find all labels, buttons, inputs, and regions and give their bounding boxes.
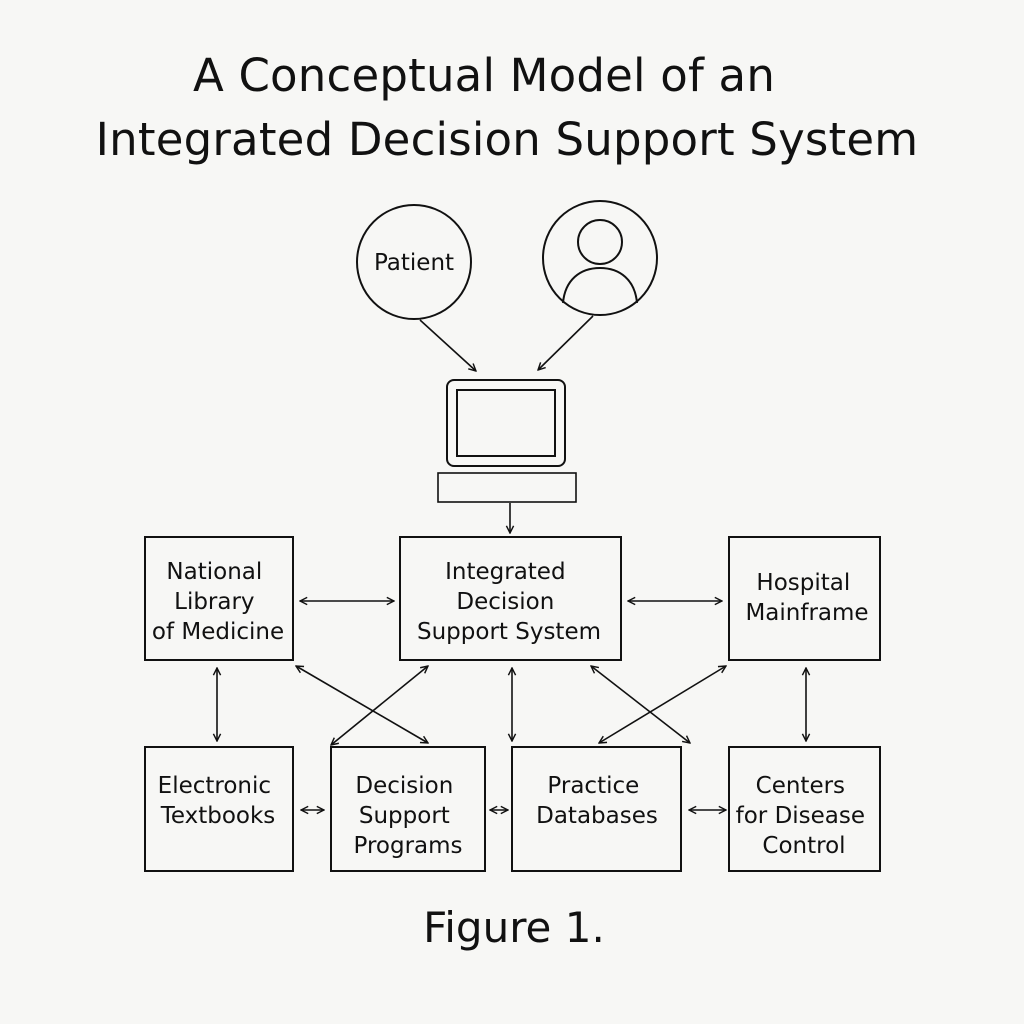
- cdc-label: Centers for Disease Control: [736, 773, 873, 859]
- cdc-label-line-2: for Disease: [736, 803, 865, 829]
- hospital-label-line-2: Mainframe: [745, 600, 868, 626]
- patient-node: Patient: [356, 204, 472, 320]
- nlm-label-line-1: National: [166, 559, 262, 585]
- textbooks-label: Electronic Textbooks: [158, 773, 279, 829]
- nlm-label-line-3: of Medicine: [152, 619, 284, 645]
- arrow-practice-hospital: [599, 666, 726, 743]
- computer-terminal-icon: [437, 379, 577, 503]
- arrow-patient-to-computer: [419, 319, 476, 371]
- figure-caption: Figure 1.: [423, 903, 605, 952]
- diagram-title-line-2: Integrated Decision Support System: [95, 113, 919, 166]
- dsp-label: Decision Support Programs: [353, 773, 462, 859]
- practice-label-line-2: Databases: [536, 803, 658, 829]
- hospital-label-line-1: Hospital: [756, 570, 850, 596]
- dsp-label-line-1: Decision: [355, 773, 453, 799]
- arrow-idss-cdc: [591, 666, 690, 743]
- idss-label-line-2: Decision: [456, 589, 554, 615]
- idss-label-line-3: Support System: [417, 619, 601, 645]
- textbooks-label-line-2: Textbooks: [160, 803, 276, 829]
- idss-label-line-1: Integrated: [445, 559, 565, 585]
- hospital-label: Hospital Mainframe: [745, 570, 868, 626]
- person-icon: [562, 219, 638, 304]
- arrow-nlm-dsp: [296, 666, 428, 743]
- nlm-label-line-2: Library: [174, 589, 254, 615]
- diagram-title-line-1: A Conceptual Model of an: [192, 49, 776, 102]
- nlm-label: National Library of Medicine: [152, 559, 284, 645]
- box-electronic-textbooks: Electronic Textbooks: [144, 746, 294, 872]
- box-decision-support-programs: Decision Support Programs: [330, 746, 486, 872]
- clinician-node: [542, 200, 658, 316]
- cdc-label-line-3: Control: [762, 833, 845, 859]
- arrow-clinician-to-computer: [538, 315, 594, 370]
- cdc-label-line-1: Centers: [756, 773, 845, 799]
- patient-label: Patient: [374, 250, 454, 276]
- box-practice-databases: Practice Databases: [511, 746, 682, 872]
- textbooks-label-line-1: Electronic: [158, 773, 271, 799]
- box-integrated-decision-support-system: Integrated Decision Support System: [399, 536, 622, 661]
- box-centers-for-disease-control: Centers for Disease Control: [728, 746, 881, 872]
- box-national-library-of-medicine: National Library of Medicine: [144, 536, 294, 661]
- dsp-label-line-3: Programs: [353, 833, 462, 859]
- idss-label: Integrated Decision Support System: [417, 559, 601, 645]
- arrow-dsp-idss: [331, 666, 428, 745]
- practice-label-line-1: Practice: [547, 773, 639, 799]
- box-hospital-mainframe: Hospital Mainframe: [728, 536, 881, 661]
- practice-label: Practice Databases: [536, 773, 658, 829]
- dsp-label-line-2: Support: [359, 803, 450, 829]
